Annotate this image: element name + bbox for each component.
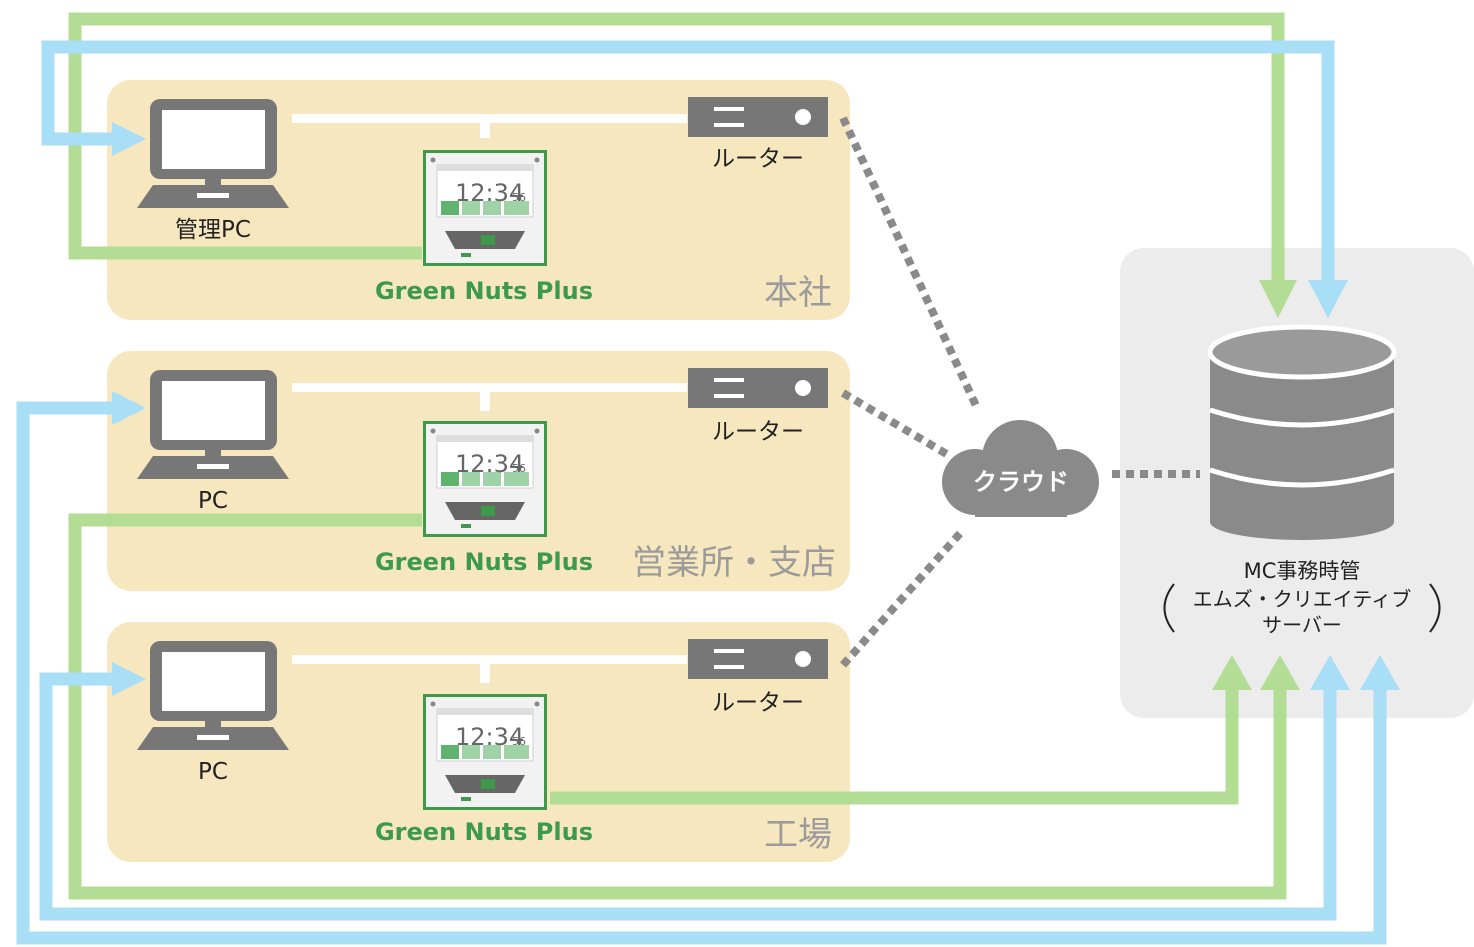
device-clock-time: 12:34	[455, 723, 524, 751]
server-label-line1: MC事務時管	[1244, 559, 1361, 583]
cloud-icon	[942, 420, 1099, 517]
cloud-label: クラウド	[973, 468, 1069, 496]
blue-arrowheads	[112, 122, 1400, 696]
router-icon-factory	[688, 639, 828, 679]
admin-pc-label: 管理PC	[175, 217, 251, 243]
device-honsha: 12:34 56	[422, 149, 548, 267]
router-icon-honsha	[688, 97, 828, 137]
server-label-line2: エムズ・クリエイティブ	[1193, 587, 1411, 611]
blue-flow-lines	[16, 40, 1387, 945]
database-icon	[1207, 324, 1397, 540]
device-clock-sec: 56	[512, 191, 526, 204]
router-label-branch: ルーター	[712, 419, 804, 445]
device-clock-sec: 56	[512, 735, 526, 748]
site-name-branch: 営業所・支店	[632, 543, 836, 583]
device-label-branch: Green Nuts Plus	[375, 548, 593, 576]
green-flow-lines	[68, 12, 1287, 900]
server-label-line3: サーバー	[1262, 613, 1342, 637]
device-branch: 12:34 56	[422, 420, 548, 538]
factory-pc-icon	[137, 641, 289, 750]
device-factory: 12:34 56	[422, 693, 548, 811]
router-icon-branch	[688, 368, 828, 408]
server-bracket-left	[1163, 583, 1175, 633]
device-clock-sec: 56	[512, 462, 526, 475]
green-arrowheads	[1212, 280, 1300, 690]
site-name-honsha: 本社	[764, 273, 832, 313]
factory-pc-label: PC	[198, 759, 228, 785]
device-clock-time: 12:34	[455, 179, 524, 207]
cloud-links	[839, 116, 1200, 668]
site-name-factory: 工場	[764, 815, 832, 855]
device-clock-time: 12:34	[455, 450, 524, 478]
admin-pc-icon	[137, 99, 289, 208]
device-label-factory: Green Nuts Plus	[375, 818, 593, 846]
branch-pc-icon	[137, 370, 289, 479]
router-label-factory: ルーター	[712, 690, 804, 716]
server-bracket-right	[1429, 583, 1441, 633]
lan-lines	[292, 114, 687, 683]
branch-pc-label: PC	[198, 488, 228, 514]
router-label-honsha: ルーター	[712, 146, 804, 172]
device-label-honsha: Green Nuts Plus	[375, 277, 593, 305]
